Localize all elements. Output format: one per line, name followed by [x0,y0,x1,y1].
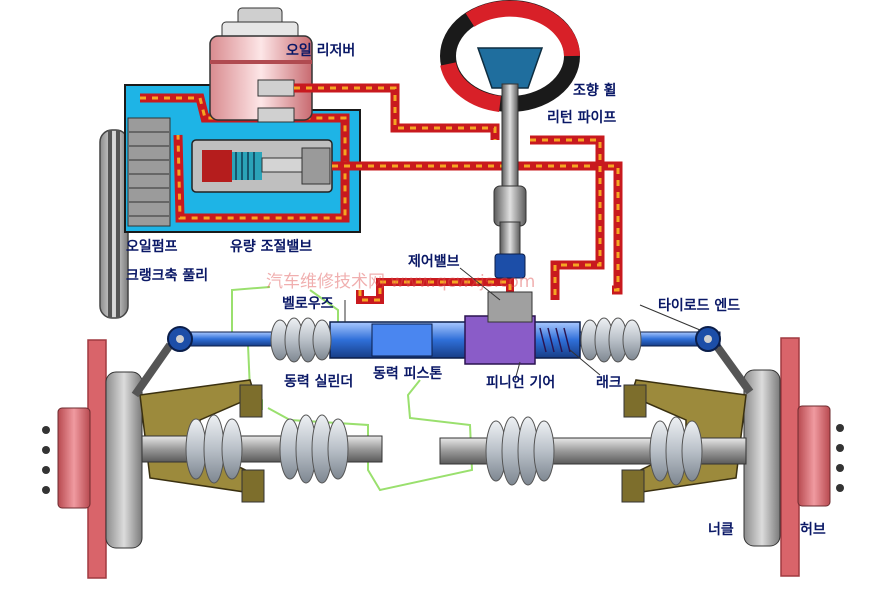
label-pinion-gear: 피니언 기어 [486,374,555,391]
label-knuckle: 너클 [708,522,734,538]
label-control-valve: 제어밸브 [408,253,460,270]
label-steering-wheel: 조향 휠 [573,82,617,99]
crankshaft-pulley-icon [99,129,129,319]
watermark-text: 汽车维修技术网 www.qcwxjs.com [266,272,535,292]
left-wheel-assembly [42,339,383,579]
label-crankshaft-pulley: 크랭크축 풀리 [126,267,208,284]
label-power-piston: 동력 피스톤 [373,366,442,382]
label-power-cylinder: 동력 실린더 [284,373,353,390]
right-wheel-assembly [439,337,844,577]
hydraulic-pipes [294,83,623,304]
label-rack: 래크 [596,375,622,391]
oil-reservoir-icon [209,7,313,123]
flow-control-valve-icon [191,139,333,193]
label-oil-pump: 오일펌프 [126,238,178,255]
label-hub: 허브 [800,521,826,538]
bellows-icon [270,317,642,363]
label-tie-rod-end: 타이로드 엔드 [658,297,740,314]
label-oil-reservoir: 오일 리저버 [286,42,355,59]
label-bellows: 벨로우즈 [282,296,334,312]
leader-lines [344,267,701,381]
label-flow-control-valve: 유량 조절밸브 [230,238,312,255]
steering-column [493,83,527,279]
label-return-pipe: 리턴 파이프 [547,109,616,126]
